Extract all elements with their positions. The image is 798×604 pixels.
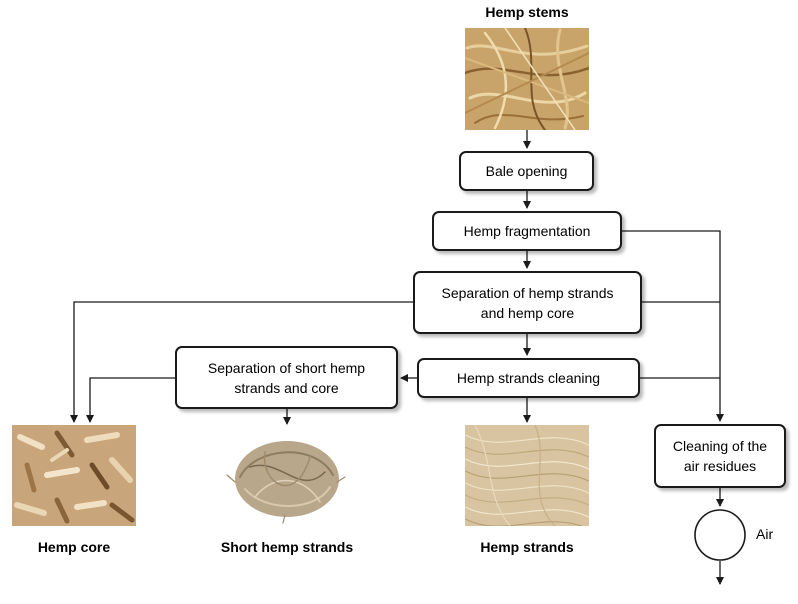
air-cleaning-label-line2: air residues: [683, 458, 757, 474]
bale-opening-label: Bale opening: [485, 163, 568, 179]
air-label: Air: [756, 526, 774, 542]
arrow-short-separation-to-core: [86, 377, 175, 423]
separation-short-label-line2: strands and core: [234, 379, 339, 396]
hemp-fragmentation-label: Hemp fragmentation: [463, 223, 591, 239]
hemp-stems-caption: Hemp stems: [485, 4, 569, 20]
short-hemp-strands-image: [225, 427, 349, 526]
hemp-core-caption: Hemp core: [37, 539, 111, 555]
strands-cleaning-label: Hemp strands cleaning: [456, 370, 601, 386]
separation-strands-core-label-line1: Separation of hemp strands: [441, 284, 614, 301]
hemp-strands-caption: Hemp strands: [480, 539, 574, 555]
hemp-strands-image: [465, 425, 589, 526]
short-hemp-strands-caption: Short hemp strands: [220, 539, 354, 555]
separation-strands-core-step: Separation of hemp strands and hemp core: [413, 271, 642, 334]
hemp-core-image: [12, 425, 136, 526]
fan-circle-icon: [694, 509, 746, 561]
arrow-fragmentation-to-air-cleaning: [622, 230, 724, 422]
separation-short-label-line1: Separation of short hemp: [207, 359, 366, 376]
arrow-separation-to-core: [70, 301, 413, 423]
air-cleaning-label-line1: Cleaning of the: [672, 438, 768, 454]
hemp-fragmentation-step: Hemp fragmentation: [432, 211, 622, 251]
air-cleaning-step: Cleaning of the air residues: [654, 424, 786, 488]
bale-opening-step: Bale opening: [459, 151, 594, 191]
strands-cleaning-step: Hemp strands cleaning: [417, 358, 640, 398]
hemp-stems-image: [465, 28, 589, 130]
separation-short-strands-step: Separation of short hemp strands and cor…: [175, 346, 398, 409]
separation-strands-core-label-line2: and hemp core: [480, 304, 575, 321]
